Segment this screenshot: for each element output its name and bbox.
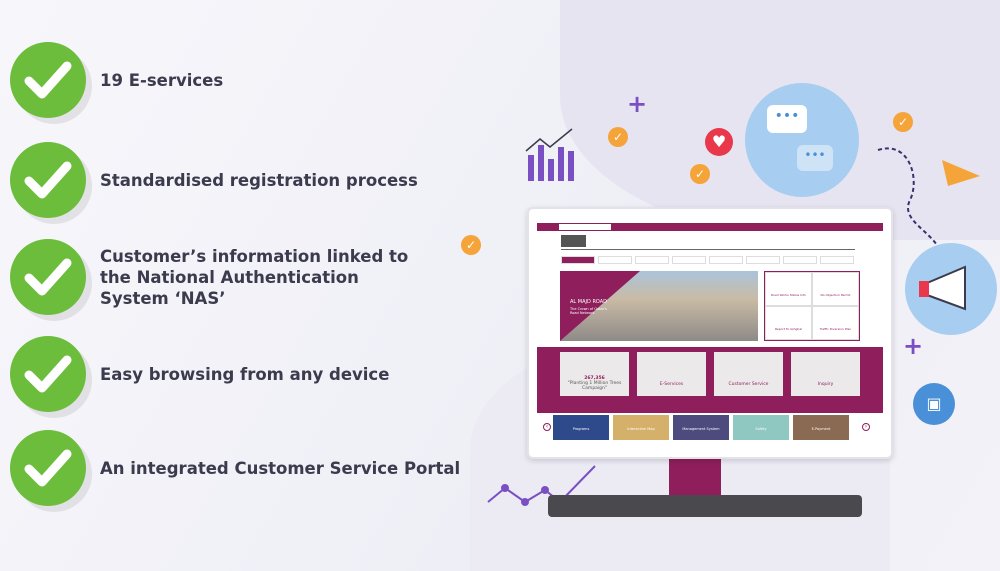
feature-label: Standardised registration process xyxy=(100,170,418,190)
feature-item: 19 E-services xyxy=(10,42,223,118)
website-logo xyxy=(561,235,586,247)
megaphone-icon xyxy=(905,243,997,335)
hero-subtitle: The Crown of Qatar's Road Network xyxy=(570,307,607,315)
check-icon xyxy=(10,336,86,412)
orange-check-icon: ✓ xyxy=(461,235,481,255)
check-icon xyxy=(10,142,86,218)
dashed-path xyxy=(877,147,980,251)
tile[interactable]: No Objection Permit xyxy=(812,272,859,306)
inquiry-card[interactable]: Inquiry xyxy=(791,352,860,396)
monitor-stand xyxy=(669,459,721,496)
feature-item: Standardised registration process xyxy=(10,142,418,218)
tile[interactable]: Report To Ashghal xyxy=(765,306,812,340)
monitor-base xyxy=(548,495,862,517)
carousel-next[interactable]: › xyxy=(862,423,870,431)
tile[interactable]: Traffic Diversion Plan xyxy=(812,306,859,340)
e-services-card[interactable]: E-Services xyxy=(637,352,706,396)
feature-label: Easy browsing from any device xyxy=(100,364,390,384)
plus-icon: + xyxy=(903,332,924,360)
tile[interactable]: Road Works Status Info xyxy=(765,272,812,306)
heart-icon: ♥ xyxy=(705,128,733,156)
carousel-prev[interactable]: ‹ xyxy=(543,423,551,431)
strip-item[interactable]: E-Payment xyxy=(793,415,849,440)
tree-caption: "Planting 1 Million Trees Campaign" xyxy=(567,381,622,391)
hero-title: AL MAJD ROAD xyxy=(570,299,608,305)
strip-item[interactable]: Programs xyxy=(553,415,609,440)
website-nav[interactable] xyxy=(561,256,854,264)
check-icon xyxy=(10,239,86,315)
strip-item[interactable]: Interactive Map xyxy=(613,415,669,440)
feature-item: Easy browsing from any device xyxy=(10,336,389,412)
strip-item[interactable]: Safety xyxy=(733,415,789,440)
plus-icon: + xyxy=(627,90,648,118)
check-icon xyxy=(10,42,86,118)
website-top-bar xyxy=(537,223,883,231)
orange-check-icon: ✓ xyxy=(608,127,628,147)
orange-check-icon: ✓ xyxy=(893,112,913,132)
chat-bubble-icon: ••• ••• xyxy=(745,83,859,197)
hero-banner[interactable]: AL MAJD ROAD The Crown of Qatar's Road N… xyxy=(560,271,758,341)
feature-item: An integrated Customer Service Portal xyxy=(10,430,460,506)
feature-label: 19 E-services xyxy=(100,70,224,90)
quick-tiles: Road Works Status Info No Objection Perm… xyxy=(764,271,860,341)
paper-plane-icon xyxy=(942,160,980,186)
check-icon xyxy=(10,430,86,506)
feature-item: Customer’s information linked to the Nat… xyxy=(10,239,430,315)
image-icon: ▣ xyxy=(913,383,955,425)
monitor-screen: AL MAJD ROAD The Crown of Qatar's Road N… xyxy=(527,207,893,459)
strip-item[interactable]: Management System xyxy=(673,415,729,440)
services-band: 267,356"Planting 1 Million Trees Campaig… xyxy=(537,347,883,413)
customer-service-card[interactable]: Customer Service xyxy=(714,352,783,396)
feature-label: An integrated Customer Service Portal xyxy=(100,458,461,478)
feature-label: Customer’s information linked to the Nat… xyxy=(100,246,409,308)
tree-card[interactable]: 267,356"Planting 1 Million Trees Campaig… xyxy=(560,352,629,396)
bar-chart-icon xyxy=(525,128,574,181)
orange-check-icon: ✓ xyxy=(690,164,710,184)
tree-count: 267,356 xyxy=(584,376,605,381)
